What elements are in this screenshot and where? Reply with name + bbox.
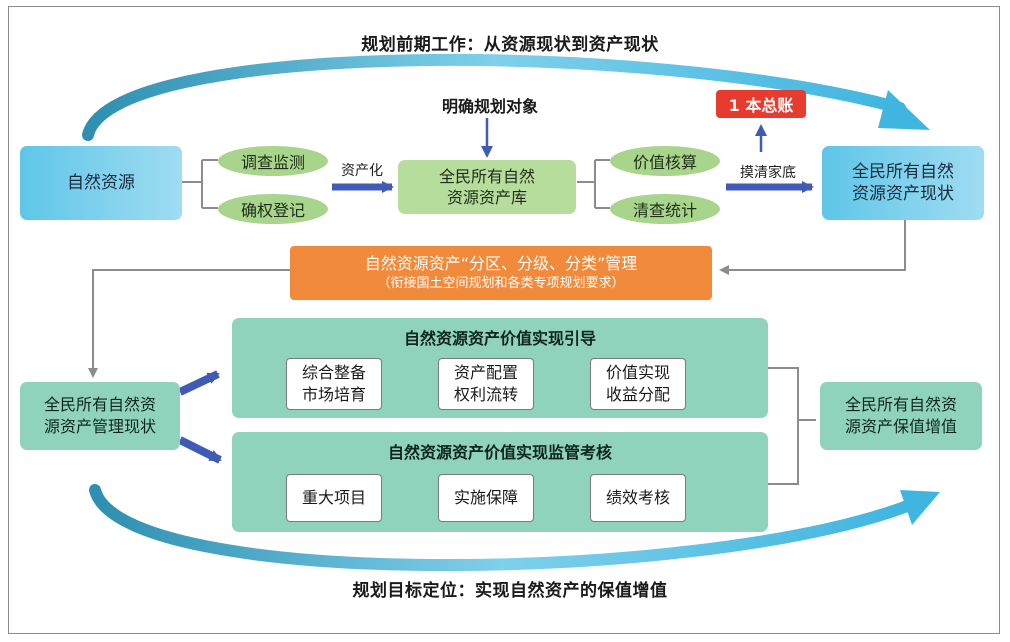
clarify-target-label: 明确规划对象 [441, 97, 538, 116]
capitalization-label: 资产化 [341, 163, 383, 179]
guide-item-revenue-line2: 收益分配 [605, 385, 670, 404]
diagram-frame [8, 6, 1000, 634]
asset-status-line1: 全民所有自然 [852, 162, 954, 182]
supervise-item-guarantee: 实施保障 [438, 474, 534, 522]
guide-item-market-line1: 综合整备 [301, 363, 366, 382]
management-status-line2: 源资产管理现状 [43, 417, 156, 436]
natural-resources-box: 自然资源 [20, 146, 182, 220]
classification-management-bar: 自然资源资产“分区、分级、分类”管理 （衔接国土空间规划和各类专项规划要求） [290, 246, 712, 300]
find-baseline-label: 摸清家底 [740, 165, 796, 181]
status-to-management-line [719, 220, 906, 275]
bracket-right [768, 367, 816, 485]
asset-status-box: 全民所有自然 资源资产现状 [822, 146, 984, 220]
bottom-cycle-arrowhead [900, 490, 940, 525]
asset-library-line1: 全民所有自然 [438, 167, 535, 186]
management-status-line1: 全民所有自然资 [43, 395, 156, 414]
value-preservation-box: 全民所有自然资 源资产保值增值 [820, 382, 982, 450]
value-realization-guide-panel: 自然资源资产价值实现引导 综合整备 市场培育 资产配置 权利流转 价值实现 收益… [232, 318, 768, 418]
top-cycle-arrow [82, 53, 906, 141]
value-preservation-line1: 全民所有自然资 [844, 395, 957, 414]
natural-resources-label: 自然资源 [67, 173, 135, 193]
classification-management-line1: 自然资源资产“分区、分级、分类”管理 [364, 254, 638, 273]
classification-management-line2: （衔接国土空间规划和各类专项规划要求） [377, 276, 625, 291]
management-to-left-line [88, 269, 290, 378]
to-supervise-panel-arrow [178, 436, 222, 464]
bottom-cycle-arrow [89, 484, 916, 572]
asset-library-line2: 资源资产库 [446, 188, 527, 207]
guide-item-allocation-line2: 权利流转 [453, 385, 518, 404]
top-cycle-arrowhead [878, 90, 930, 130]
guide-item-revenue: 价值实现 收益分配 [590, 358, 686, 410]
guide-item-revenue-line1: 价值实现 [605, 363, 670, 382]
guide-item-market-line2: 市场培育 [301, 385, 366, 404]
value-realization-supervise-panel: 自然资源资产价值实现监管考核 重大项目 实施保障 绩效考核 [232, 432, 768, 532]
asset-library-box: 全民所有自然 资源资产库 [398, 160, 576, 214]
top-title: 规划前期工作：从资源现状到资产现状 [361, 34, 659, 55]
supervise-panel-title: 自然资源资产价值实现监管考核 [387, 443, 612, 462]
supervise-item-assessment: 绩效考核 [590, 474, 686, 522]
value-preservation-line2: 源资产保值增值 [844, 417, 957, 436]
inventory-stats-ellipse: 清查统计 [610, 194, 720, 224]
guide-item-allocation: 资产配置 权利流转 [438, 358, 534, 410]
management-status-box: 全民所有自然资 源资产管理现状 [20, 382, 180, 450]
bracket-left-1 [182, 159, 218, 209]
rights-register-ellipse: 确权登记 [218, 194, 328, 224]
guide-item-allocation-line1: 资产配置 [453, 363, 518, 382]
supervise-item-projects: 重大项目 [286, 474, 382, 522]
to-guide-panel-arrow [178, 370, 220, 396]
bracket-mid [577, 159, 610, 209]
value-check-ellipse: 价值核算 [610, 146, 720, 176]
survey-monitor-ellipse: 调查监测 [218, 146, 328, 176]
guide-item-market: 综合整备 市场培育 [286, 358, 382, 410]
bottom-title: 规划目标定位：实现自然资产的保值增值 [352, 580, 668, 601]
guide-panel-title: 自然资源资产价值实现引导 [403, 329, 596, 348]
one-ledger-badge: 1 本总账 [716, 90, 806, 118]
asset-status-line2: 资源资产现状 [852, 184, 954, 204]
